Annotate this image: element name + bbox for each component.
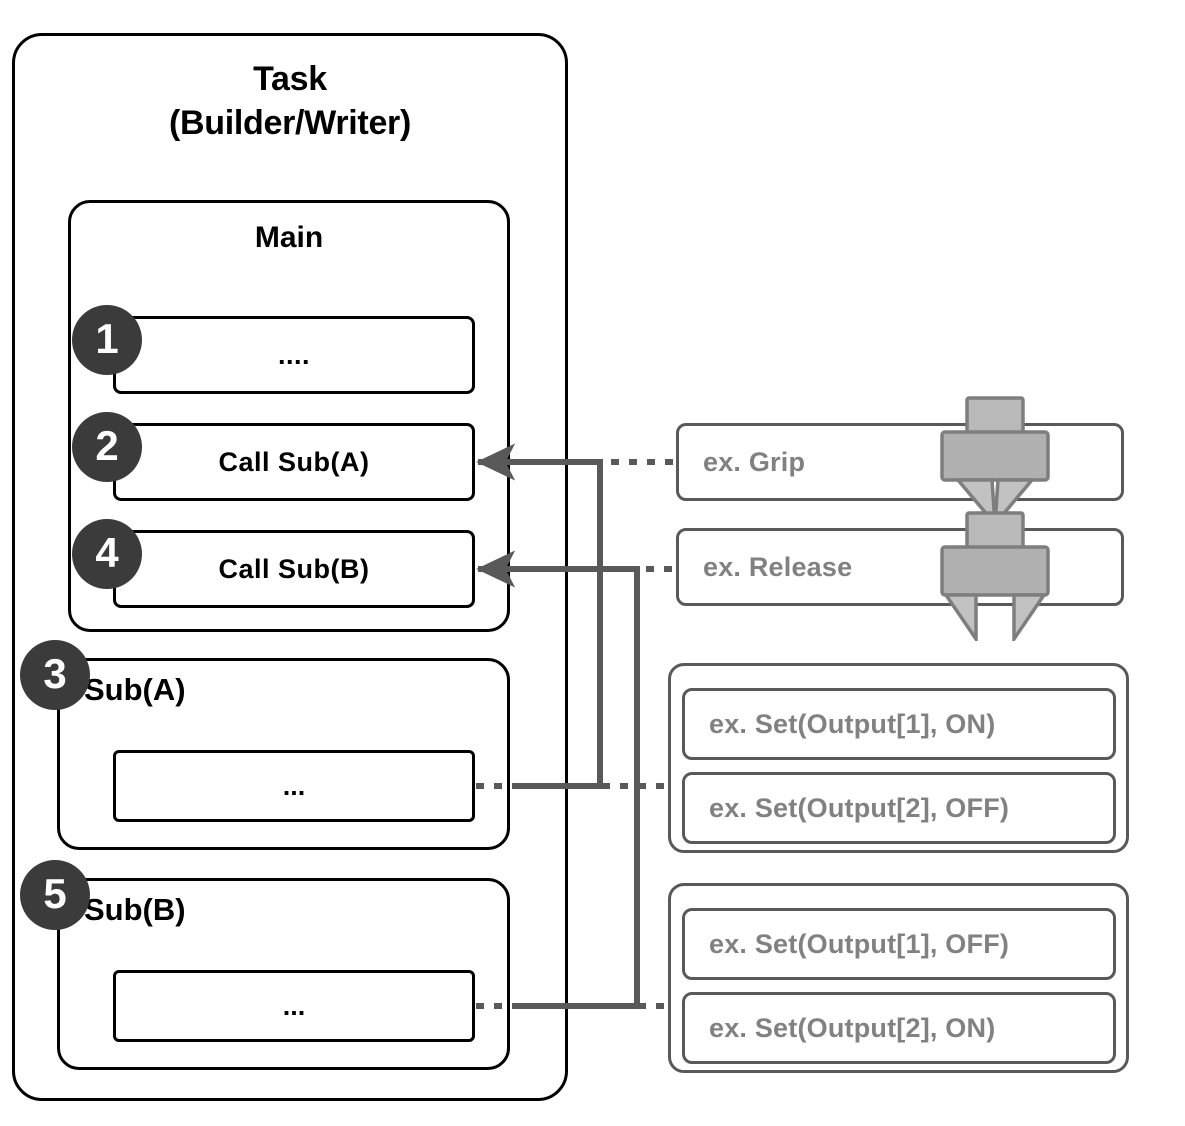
step-badge-5: 5: [20, 860, 90, 930]
sub-a-title: Sub(A): [84, 672, 186, 707]
example-output-a1[interactable]: ex. Set(Output[1], ON): [682, 688, 1116, 760]
step-badge-2: 2: [72, 412, 142, 482]
example-release-label: ex. Release: [703, 551, 853, 582]
sub-b-title: Sub(B): [84, 892, 186, 927]
example-release-box[interactable]: ex. Release: [676, 528, 1124, 606]
task-title: Task (Builder/Writer): [12, 58, 568, 145]
main-title: Main: [254, 221, 324, 254]
step-badge-1: 1: [72, 305, 142, 375]
sub-a-body-box[interactable]: ...: [113, 750, 475, 822]
example-output-b1[interactable]: ex. Set(Output[1], OFF): [682, 908, 1116, 980]
example-grip-box[interactable]: ex. Grip: [676, 423, 1124, 501]
sub-b-body-box[interactable]: ...: [113, 970, 475, 1042]
task-title-line-2: (Builder/Writer): [168, 103, 412, 142]
main-step-1-box[interactable]: ....: [113, 316, 475, 394]
main-step-4-call-sub-b[interactable]: Call Sub(B): [113, 530, 475, 608]
example-grip-label: ex. Grip: [703, 446, 806, 477]
task-title-line-1: Task: [253, 60, 327, 98]
step-badge-4: 4: [72, 519, 142, 589]
example-output-b2[interactable]: ex. Set(Output[2], ON): [682, 992, 1116, 1064]
example-output-a2[interactable]: ex. Set(Output[2], OFF): [682, 772, 1116, 844]
main-step-2-call-sub-a[interactable]: Call Sub(A): [113, 423, 475, 501]
step-badge-3: 3: [20, 640, 90, 710]
